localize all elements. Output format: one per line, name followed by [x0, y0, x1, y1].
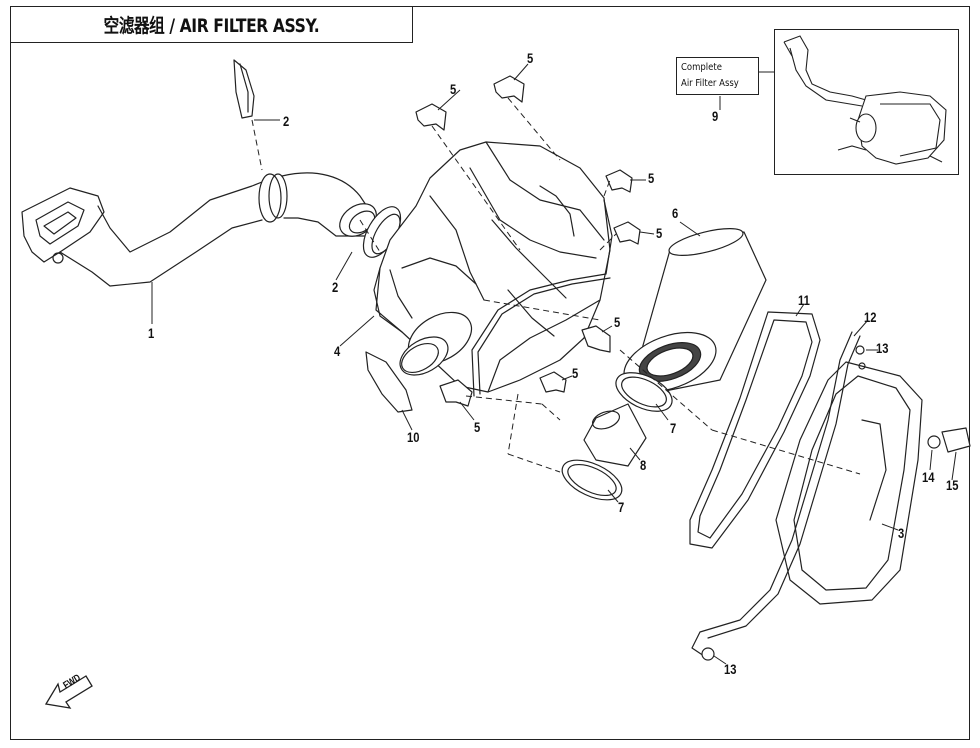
- clip-part-5-g: [439, 379, 473, 407]
- callout-2-upper: 2: [283, 113, 290, 129]
- callout-13-lower: 13: [724, 661, 737, 677]
- callout-2-lower: 2: [332, 279, 339, 295]
- clip-part-5-f: [539, 371, 567, 393]
- callout-6: 6: [672, 205, 679, 221]
- callout-7-upper: 7: [670, 420, 677, 436]
- callout-13-upper: 13: [876, 340, 889, 356]
- fitting-part-15: [941, 427, 971, 453]
- connector-part-8: [583, 403, 647, 467]
- callout-8: 8: [640, 457, 647, 473]
- fitting-part-13-upper: [855, 345, 866, 370]
- callout-15: 15: [946, 477, 959, 493]
- leader-lines: [151, 63, 957, 665]
- callout-5-e: 5: [614, 314, 621, 330]
- hose-clamp-part-7-lower: [561, 459, 623, 501]
- fitting-part-14: [927, 435, 941, 449]
- inset-frame: [774, 29, 959, 175]
- callout-1: 1: [148, 325, 155, 341]
- callout-5-b: 5: [450, 81, 457, 97]
- callout-3: 3: [898, 525, 905, 541]
- hose-clamp-part-7-upper: [615, 372, 673, 412]
- clip-part-5-a: [415, 103, 447, 131]
- callout-11: 11: [798, 292, 810, 308]
- diagram-title: 空滤器组 / AIR FILTER ASSY.: [103, 14, 319, 37]
- callout-5-f: 5: [572, 365, 579, 381]
- inset-complete-assy-drawing: [783, 35, 947, 165]
- filter-box-part-4: [373, 141, 613, 397]
- clip-part-5-c: [605, 169, 633, 193]
- gasket-part-11: [689, 311, 821, 549]
- filter-cover-part-3: [775, 361, 923, 605]
- diagram-frame: [10, 6, 970, 740]
- callout-14: 14: [922, 469, 935, 485]
- complete-label-line1: Complete: [681, 62, 722, 73]
- callout-10: 10: [407, 429, 420, 445]
- complete-label-line2: Air Filter Assy: [681, 78, 739, 89]
- callout-9: 9: [712, 108, 719, 124]
- clip-part-5-d: [613, 221, 641, 245]
- callout-5-c: 5: [648, 170, 655, 186]
- clamp-part-2-upper: [233, 59, 255, 119]
- seal-part-10: [365, 351, 413, 413]
- hose-part-12: [691, 331, 861, 657]
- callout-4: 4: [334, 343, 341, 359]
- callout-5-g: 5: [474, 419, 481, 435]
- clip-part-5-e: [581, 325, 611, 353]
- callout-7-lower: 7: [618, 499, 625, 515]
- complete-assy-label-box: Complete Air Filter Assy: [676, 57, 759, 95]
- intake-duct-part-1: [21, 172, 377, 287]
- callout-5-d: 5: [656, 225, 663, 241]
- clip-part-5-b: [493, 75, 525, 103]
- callout-5-a: 5: [527, 50, 534, 66]
- title-box: 空滤器组 / AIR FILTER ASSY.: [10, 6, 413, 43]
- callout-12: 12: [864, 309, 877, 325]
- fwd-arrow-icon: [44, 675, 93, 709]
- assembly-lines: [251, 97, 861, 475]
- fitting-part-13-lower: [701, 647, 715, 661]
